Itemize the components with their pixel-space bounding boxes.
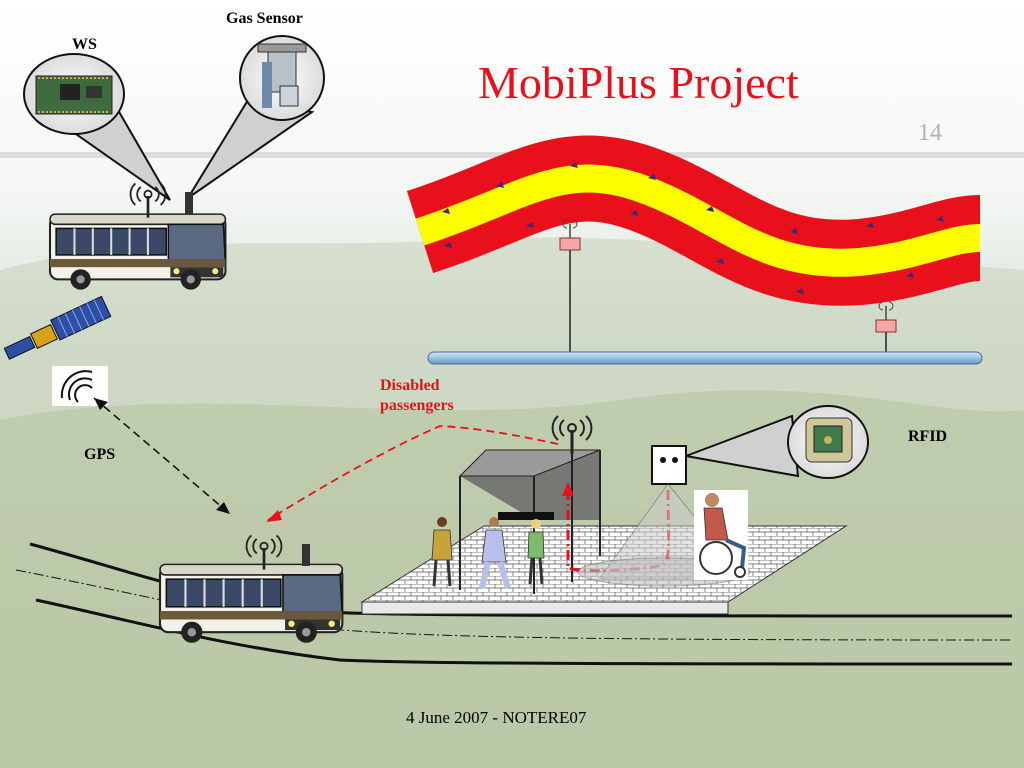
gas-sensor-callout <box>187 35 325 199</box>
gas-sensor-label: Gas Sensor <box>226 10 303 27</box>
monitored-road <box>406 135 982 306</box>
bus-top-gas-sensor-mount <box>185 192 193 214</box>
gps-link-arrow-head-top <box>94 398 108 410</box>
disabled-passengers-label-line2: passengers <box>380 397 454 414</box>
slide-title: MobiPlus Project <box>478 57 799 108</box>
bus-top <box>48 182 227 291</box>
platform-edge <box>361 601 729 615</box>
bus-shelter <box>458 449 601 594</box>
wheelchair-passenger-icon <box>694 490 748 580</box>
slide-number: 14 <box>918 120 942 146</box>
rfid-callout <box>682 405 869 479</box>
rfid-reader-box <box>651 445 687 485</box>
satellite-icon <box>3 295 112 360</box>
bus-bottom-sensor-mount <box>302 544 310 566</box>
disabled-passengers-label-line1: Disabled <box>380 377 440 394</box>
ws-label: WS <box>72 36 97 53</box>
gps-link-arrow-head-bottom <box>216 502 230 514</box>
ws-callout <box>23 53 171 201</box>
disabled-passengers-arrow-icon <box>266 510 282 522</box>
gas-sensor-icon <box>257 43 307 108</box>
ws-board-icon <box>35 75 113 115</box>
disabled-passengers-link <box>267 425 559 521</box>
bus-bottom <box>158 534 344 644</box>
network-backbone <box>427 351 983 365</box>
road-sensor-stars <box>442 162 944 294</box>
gps-label: GPS <box>84 446 116 463</box>
passenger-man <box>479 517 511 589</box>
disabled-passengers-label: Disabled passengers <box>380 376 454 416</box>
gps-link-dashed <box>93 397 231 515</box>
rfid-path-arrow-icon <box>562 482 574 496</box>
rfid-label: RFID <box>908 428 948 445</box>
passenger-child <box>527 519 545 585</box>
slide-footer: 4 June 2007 - NOTERE07 <box>406 708 587 727</box>
rfid-reader-icon <box>805 417 853 463</box>
